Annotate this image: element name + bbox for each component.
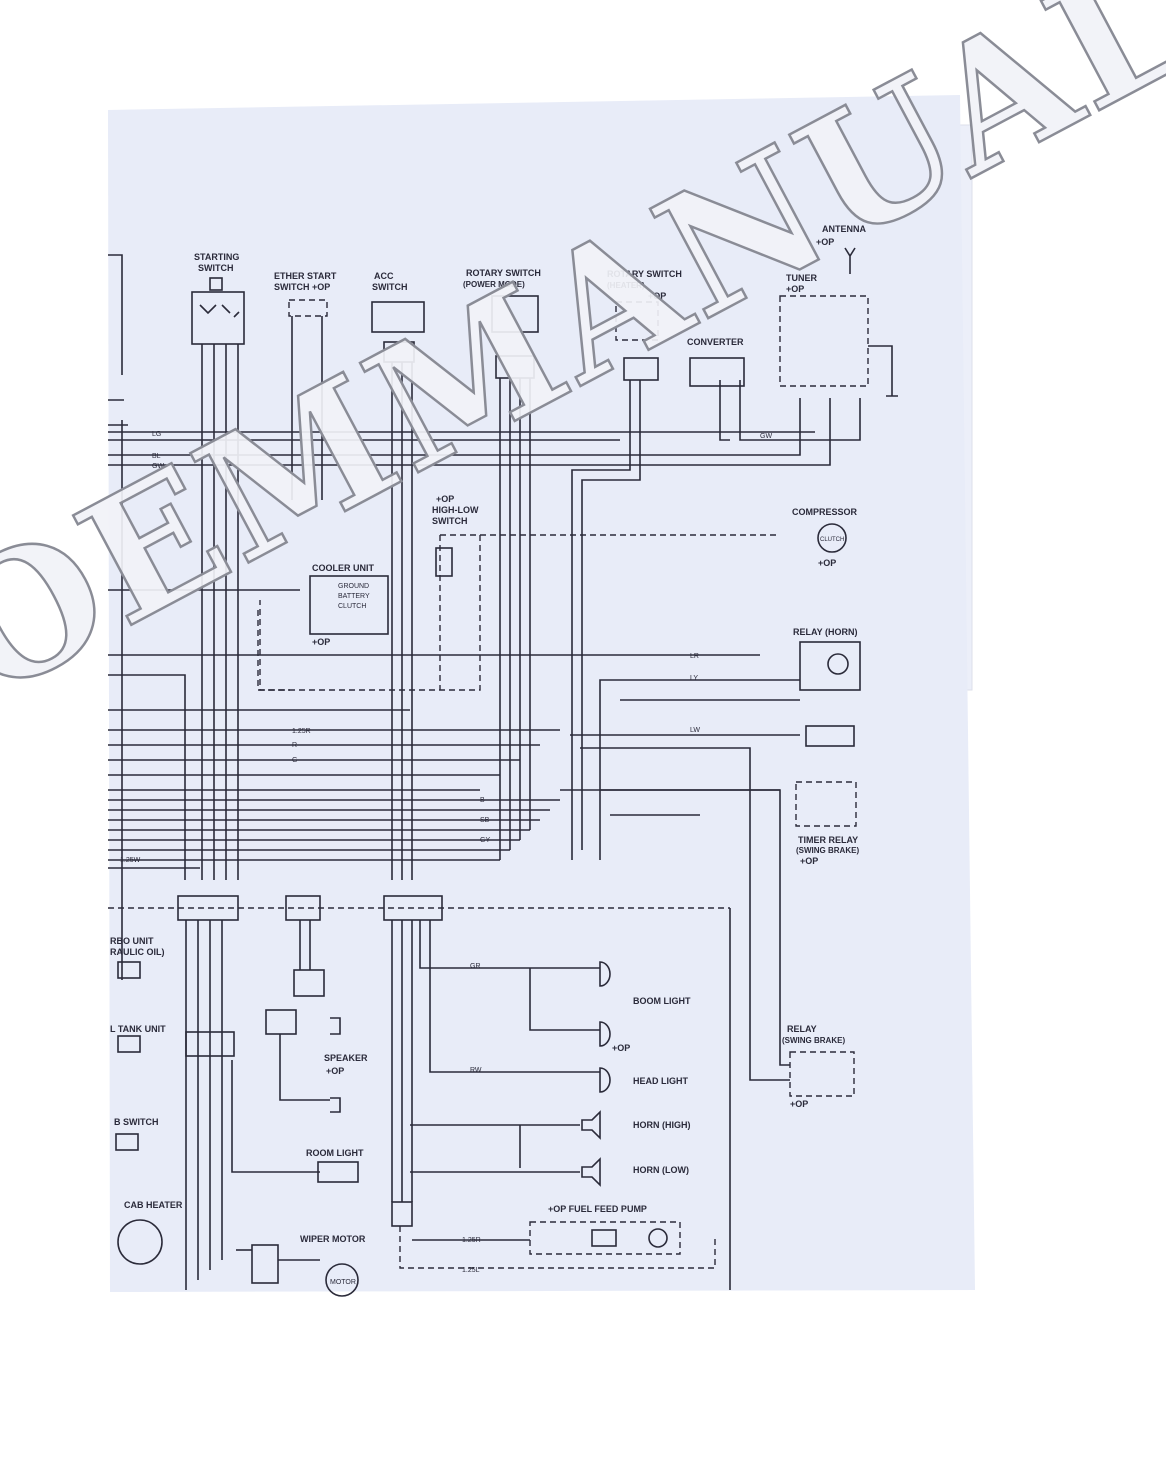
speaker-label: SPEAKER xyxy=(324,1053,368,1063)
cooler-clutch: CLUTCH xyxy=(338,603,366,610)
fuel-tank-label: L TANK UNIT xyxy=(110,1024,166,1034)
wire-code-r: R xyxy=(292,742,297,749)
ether-start-switch: ETHER START SWITCH +OP xyxy=(274,271,337,317)
antenna-op: +OP xyxy=(816,237,834,247)
ether-start-label-2: SWITCH +OP xyxy=(274,282,330,292)
speaker: SPEAKER +OP xyxy=(324,1017,368,1113)
timer-relay-label-2: (SWING BRAKE) xyxy=(796,846,859,855)
cooler-op: +OP xyxy=(312,637,330,647)
rotary-switch-heater: ROTARY SWITCH (HEATER) +OP xyxy=(607,269,682,381)
rotary-heater-op: +OP xyxy=(648,291,666,301)
relay-swing-brake: RELAY (SWING BRAKE) +OP xyxy=(782,1024,855,1109)
tuner: ANTENNA +OP TUNER +OP xyxy=(779,224,898,397)
antenna-label: ANTENNA xyxy=(822,224,866,234)
wire-codes: LG BL GW GW LR LY LW 1.25R R G B SB GY 1… xyxy=(120,431,772,1274)
relay-horn: RELAY (HORN) xyxy=(793,627,861,691)
horn-low-label: HORN (LOW) xyxy=(633,1165,689,1175)
converter: CONVERTER xyxy=(687,337,745,387)
rotary-power-label-1: ROTARY SWITCH xyxy=(466,268,541,278)
tuner-op: +OP xyxy=(786,284,804,294)
relay-swing-op: +OP xyxy=(790,1099,808,1109)
cab-heater: CAB HEATER xyxy=(117,1200,183,1265)
speaker-op: +OP xyxy=(326,1066,344,1076)
relay-swing-label-2: (SWING BRAKE) xyxy=(782,1036,845,1045)
acc-switch-label-2: SWITCH xyxy=(372,282,408,292)
cooler-ground: GROUND xyxy=(338,583,369,590)
timer-relay-label-1: TIMER RELAY xyxy=(798,835,858,845)
wire-code-lg: LG xyxy=(152,431,161,438)
cooler-unit: COOLER UNIT GROUND BATTERY CLUTCH +OP xyxy=(309,563,389,647)
wiper-motor-label: WIPER MOTOR xyxy=(300,1234,366,1244)
starting-switch-label-2: SWITCH xyxy=(198,263,234,273)
acc-switch: ACC SWITCH xyxy=(371,271,425,363)
bottom-harness xyxy=(108,895,731,1290)
compressor-label: COMPRESSOR xyxy=(792,507,858,517)
turbo-unit: RBO UNIT RAULIC OIL) xyxy=(110,936,165,979)
rotary-heater-label-1: ROTARY SWITCH xyxy=(607,269,682,279)
wire-code-rw: RW xyxy=(470,1067,482,1074)
clutch-label: CLUTCH xyxy=(820,537,844,543)
high-low-label-2: SWITCH xyxy=(432,516,468,526)
small-connector xyxy=(805,725,855,747)
boom-light-label: BOOM LIGHT xyxy=(633,996,691,1006)
acc-switch-label-1: ACC xyxy=(374,271,394,281)
wire-harness xyxy=(108,254,861,1081)
wiper-motor: WIPER MOTOR MOTOR xyxy=(300,1234,366,1297)
cooler-battery: BATTERY xyxy=(338,593,370,600)
high-low-label-1: HIGH-LOW xyxy=(432,505,479,515)
horn-low: HORN (LOW) xyxy=(581,1157,689,1187)
wire-code-ly: LY xyxy=(690,675,698,682)
fuel-tank-unit: L TANK UNIT xyxy=(110,1024,166,1053)
timer-relay-op: +OP xyxy=(800,856,818,866)
cab-heater-label: CAB HEATER xyxy=(124,1200,183,1210)
fuel-feed-pump-label: +OP FUEL FEED PUMP xyxy=(548,1204,647,1214)
room-light-label: ROOM LIGHT xyxy=(306,1148,364,1158)
timer-relay: TIMER RELAY (SWING BRAKE) +OP xyxy=(795,781,859,866)
head-light: HEAD LIGHT xyxy=(599,1067,689,1093)
wire-code-125l: 1.25L xyxy=(462,1267,480,1274)
wire-code-bl: BL xyxy=(152,453,161,460)
relay-swing-label-1: RELAY xyxy=(787,1024,817,1034)
turbo-unit-label-1: RBO UNIT xyxy=(110,936,154,946)
compressor: COMPRESSOR CLUTCH +OP xyxy=(792,507,858,568)
wire-code-b: B xyxy=(480,797,485,804)
wire-code-125r: 1.25R xyxy=(292,728,311,735)
b-switch-label: B SWITCH xyxy=(114,1117,159,1127)
wire-code-125w: 1.25W xyxy=(120,857,141,864)
wire-code-gw-top: GW xyxy=(760,433,772,440)
starting-switch: STARTING SWITCH xyxy=(191,252,245,345)
horn-high-label: HORN (HIGH) xyxy=(633,1120,691,1130)
horn-high: HORN (HIGH) xyxy=(581,1110,691,1140)
compressor-op: +OP xyxy=(818,558,836,568)
high-low-op: +OP xyxy=(436,494,454,504)
wire-code-gr: GR xyxy=(470,963,481,970)
cooler-unit-label: COOLER UNIT xyxy=(312,563,375,573)
rotary-switch-power-mode: ROTARY SWITCH (POWER MODE) xyxy=(463,268,541,379)
converter-label: CONVERTER xyxy=(687,337,744,347)
head-light-label: HEAD LIGHT xyxy=(633,1076,689,1086)
motor-label: MOTOR xyxy=(330,1279,356,1286)
boom-light: BOOM LIGHT +OP xyxy=(599,961,691,1053)
high-low-switch: +OP HIGH-LOW SWITCH xyxy=(432,494,479,577)
wire-code-gw: GW xyxy=(152,463,164,470)
fuel-feed-pump: +OP FUEL FEED PUMP xyxy=(529,1204,681,1255)
wire-code-sb: SB xyxy=(480,817,490,824)
wire-code-g: G xyxy=(292,757,297,764)
b-switch: B SWITCH xyxy=(114,1117,159,1151)
rotary-power-label-2: (POWER MODE) xyxy=(463,280,525,289)
wire-code-gy: GY xyxy=(480,837,490,844)
boom-light-op: +OP xyxy=(612,1043,630,1053)
relay-horn-label: RELAY (HORN) xyxy=(793,627,858,637)
room-light: ROOM LIGHT xyxy=(306,1148,364,1183)
wire-code-lr: LR xyxy=(690,653,699,660)
tuner-label: TUNER xyxy=(786,273,817,283)
ether-start-label-1: ETHER START xyxy=(274,271,337,281)
turbo-unit-label-2: RAULIC OIL) xyxy=(110,947,165,957)
starting-switch-label-1: STARTING xyxy=(194,252,239,262)
wire-code-lw: LW xyxy=(690,727,700,734)
rotary-heater-label-2: (HEATER) xyxy=(607,281,645,290)
